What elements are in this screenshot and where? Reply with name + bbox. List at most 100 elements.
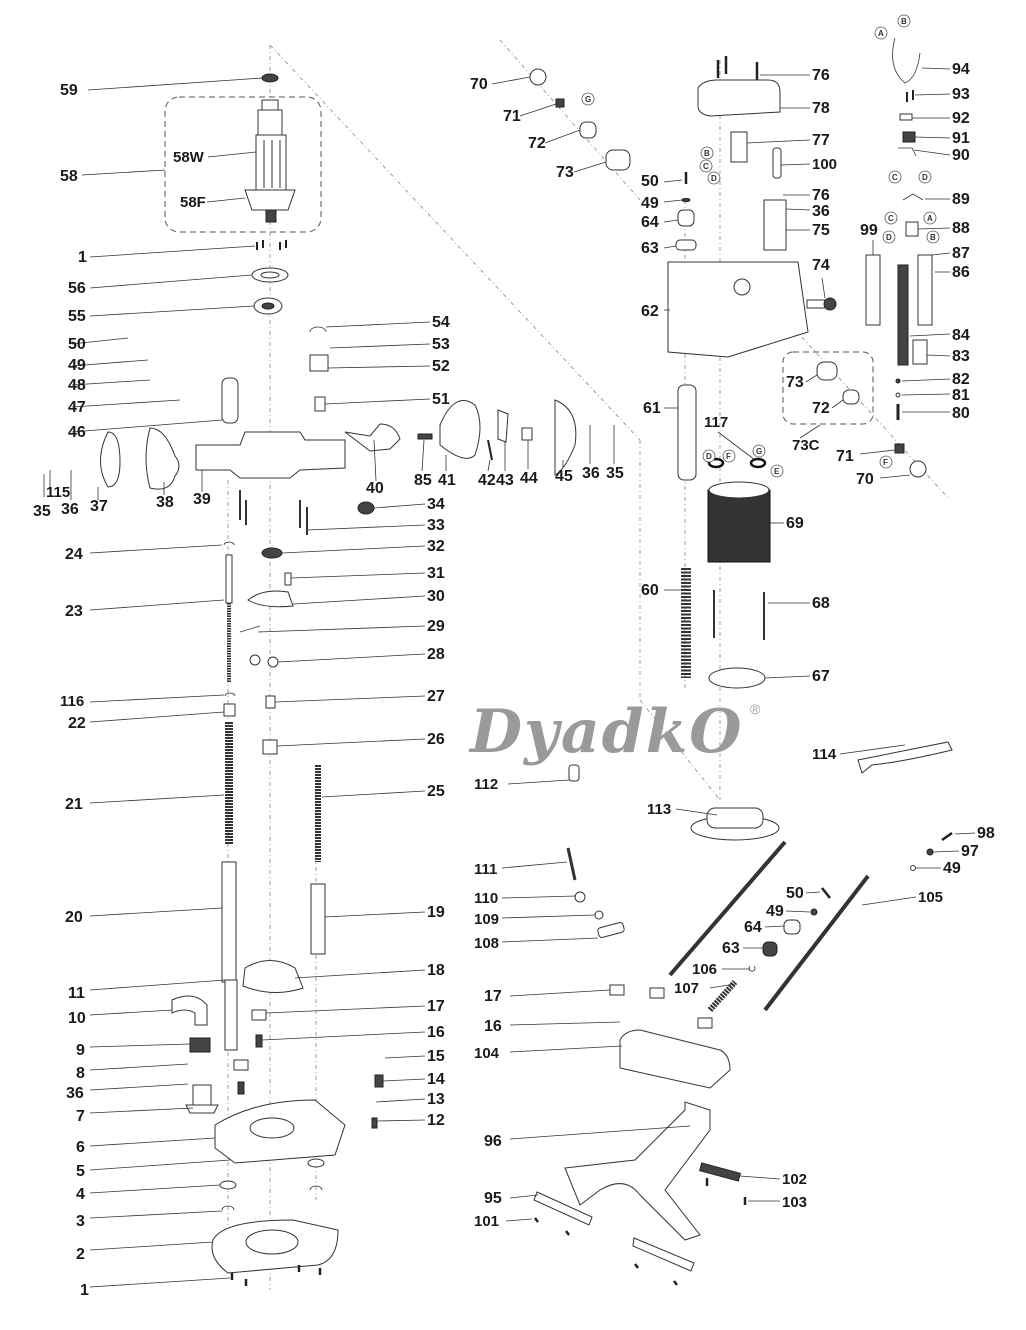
part-label-86: 86 [935, 264, 970, 281]
part-number: 103 [782, 1194, 807, 1211]
part-17-knob-b [233, 1059, 249, 1071]
part-number: 107 [674, 980, 699, 997]
part-17-knob-d [649, 987, 665, 999]
part-71-brush-b [894, 443, 905, 454]
part-label-76: 76 [783, 187, 830, 204]
part-label-26: 26 [276, 731, 445, 748]
part-label-67: 67 [764, 668, 830, 685]
part-104-bracket [619, 1029, 731, 1089]
part-number: 30 [427, 588, 445, 605]
part-117-ring-a [707, 457, 725, 469]
part-49-washer [681, 198, 691, 202]
part-number: 88 [952, 220, 970, 237]
leader-line [764, 925, 785, 928]
part-74-knob [823, 297, 837, 311]
part-number: 55 [68, 308, 86, 325]
leader-line [663, 179, 683, 183]
part-number: 36 [61, 501, 79, 518]
leader-line [89, 274, 253, 289]
part-label-72: 72 [528, 129, 581, 152]
part-number: 113 [647, 801, 671, 818]
part-label-31: 31 [290, 565, 445, 582]
part-label-91: 91 [914, 130, 970, 147]
svg-text:B: B [901, 17, 907, 26]
part-number: 46 [68, 424, 86, 441]
part-label-29: 29 [257, 618, 445, 635]
part-number: 68 [812, 595, 830, 612]
part-113-cap [706, 807, 764, 829]
part-label-92: 92 [912, 110, 970, 127]
part-number: 63 [722, 940, 740, 957]
part-number: 24 [65, 546, 83, 563]
part-number: 9 [76, 1042, 85, 1059]
part-88-capacitor [905, 221, 919, 237]
leader-line [509, 1021, 621, 1026]
part-label-51: 51 [324, 391, 450, 408]
part-69-stator [707, 489, 771, 563]
leader-line [71, 337, 129, 345]
part-112-adapter [568, 764, 580, 782]
part-label-101: 101 [474, 1213, 533, 1230]
part-105-rod [763, 874, 870, 1012]
part-number: 11 [68, 985, 85, 1002]
part-75-plate [763, 199, 787, 251]
part-label-100: 100 [780, 156, 837, 173]
leader-line [519, 103, 557, 117]
part-number: 82 [952, 371, 970, 388]
part-number: 23 [65, 603, 83, 620]
part-label-10: 10 [68, 1009, 173, 1027]
part-number: 17 [484, 988, 502, 1005]
part-label-36: 36 [66, 1083, 189, 1102]
part-number: 77 [812, 132, 830, 149]
leader-line [261, 1031, 426, 1041]
part-number: 49 [766, 903, 784, 920]
part-number: 50 [786, 885, 804, 902]
part-label-24: 24 [65, 544, 223, 563]
part-label-14: 14 [382, 1071, 445, 1088]
part-number: 36 [812, 203, 830, 220]
part-59-bearing [261, 73, 279, 83]
leader-line [544, 129, 581, 144]
svg-text:D: D [886, 233, 892, 242]
part-number: 75 [812, 222, 830, 239]
armature-group-box [164, 96, 322, 233]
part-81-washer [895, 392, 901, 398]
part-label-58: 58 [60, 168, 166, 185]
part-label-49: 49 [68, 357, 149, 374]
leader-line [89, 1043, 191, 1048]
part-54-circlip [309, 326, 327, 333]
part-number: 29 [427, 618, 445, 635]
part-label-50: 50 [68, 336, 129, 353]
part-label-16: 16 [261, 1024, 445, 1041]
part-number: 86 [952, 264, 970, 281]
part-label-63: 63 [722, 940, 763, 957]
part-number: 49 [943, 860, 961, 877]
part-number: 34 [427, 496, 445, 513]
part-label-111: 111 [474, 861, 568, 878]
part-number: 64 [744, 919, 762, 936]
svg-text:A: A [927, 214, 933, 223]
leader-line [746, 139, 811, 144]
part-number: 102 [782, 1171, 807, 1188]
part-61-tube [677, 384, 697, 481]
part-110-wingnut [574, 891, 586, 903]
part-number: 98 [977, 825, 995, 842]
part-63-gear-b [762, 941, 778, 957]
part-39-base-housing [195, 431, 346, 479]
part-label-36: 36 [61, 470, 79, 518]
svg-text:DyadkO: DyadkO [468, 697, 744, 767]
part-number: 25 [427, 783, 445, 800]
part-87-rail [917, 254, 933, 326]
part-18-cover [242, 960, 304, 993]
part-number: 100 [812, 156, 837, 173]
part-number: 70 [470, 76, 488, 93]
part-label-17: 17 [484, 988, 611, 1005]
part-number: 63 [641, 240, 659, 257]
part-90-wire [898, 147, 917, 157]
part-label-59: 59 [60, 77, 263, 99]
assembly-axes [227, 39, 951, 1290]
part-label-56: 56 [68, 274, 253, 297]
part-50-screw-b [821, 887, 831, 899]
leader-line [277, 653, 426, 663]
